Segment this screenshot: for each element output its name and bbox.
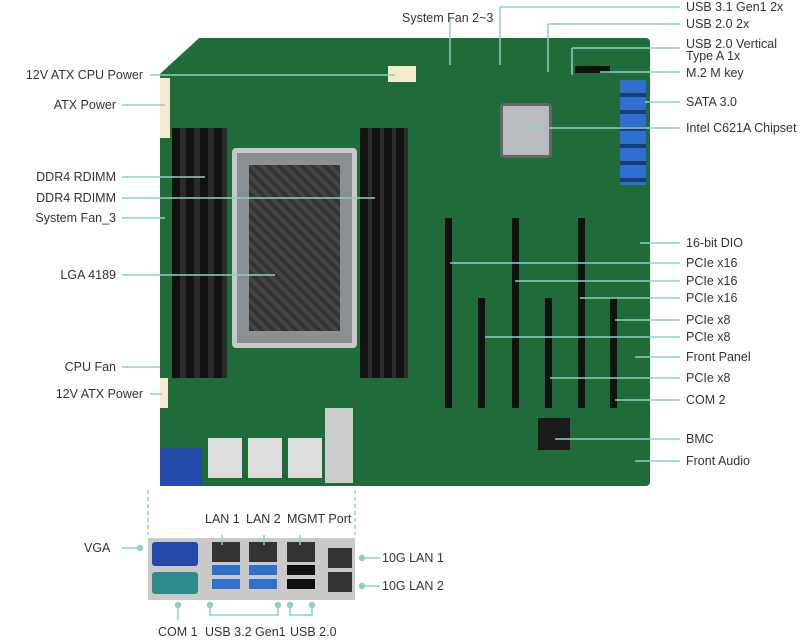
bmc-chip xyxy=(538,418,570,450)
label-mgmt-port: MGMT Port xyxy=(287,512,352,526)
atx-power-connector xyxy=(160,78,170,138)
label-type-a-1x: Type A 1x xyxy=(686,49,741,63)
dimm-slots-left xyxy=(172,128,227,378)
label-usb31-gen1: USB 3.1 Gen1 2x xyxy=(686,0,784,14)
pcie-slot xyxy=(478,298,485,408)
usb20-ports xyxy=(287,565,315,593)
label-pcie-x8-3: PCIe x8 xyxy=(686,371,731,385)
label-system-fan-3: System Fan_3 xyxy=(35,211,116,225)
usb32-ports xyxy=(249,565,277,593)
cpu-socket-cover xyxy=(249,165,340,331)
label-pcie-x8-1: PCIe x8 xyxy=(686,313,731,327)
rj45-stack xyxy=(208,438,328,478)
label-pcie-x16-3: PCIe x16 xyxy=(686,291,738,305)
label-usb20-vertical: USB 2.0 Vertical xyxy=(686,37,778,51)
motherboard xyxy=(160,38,650,486)
label-ddr4-rdimm-2: DDR4 RDIMM xyxy=(36,191,116,205)
pcie-slot xyxy=(610,298,617,408)
rear-io-panel xyxy=(148,538,355,600)
label-bmc: BMC xyxy=(686,432,714,446)
label-16bit-dio: 16-bit DIO xyxy=(686,236,743,250)
lan2-port xyxy=(249,542,277,562)
m2-slot xyxy=(575,66,610,73)
usb32-ports xyxy=(212,565,240,593)
label-usb20: USB 2.0 xyxy=(290,625,337,639)
sata-ports xyxy=(620,80,646,185)
label-chipset: Intel C621A Chipset xyxy=(686,121,797,135)
label-vga: VGA xyxy=(84,541,111,555)
label-com2: COM 2 xyxy=(686,393,726,407)
label-usb20-2x: USB 2.0 2x xyxy=(686,17,750,31)
label-12v-atx-cpu-power: 12V ATX CPU Power xyxy=(25,68,143,82)
label-lan2: LAN 2 xyxy=(246,512,281,526)
lan1-port xyxy=(212,542,240,562)
label-front-panel: Front Panel xyxy=(686,350,751,364)
12v-atx-cpu-power-connector xyxy=(388,66,416,82)
label-pcie-x16-1: PCIe x16 xyxy=(686,256,738,270)
label-lga-4189: LGA 4189 xyxy=(60,268,116,282)
label-usb32-gen1: USB 3.2 Gen1 xyxy=(205,625,286,639)
label-atx-power: ATX Power xyxy=(53,98,116,112)
com1-port xyxy=(152,572,198,594)
pcie-slot xyxy=(545,298,552,408)
10g-lan1-port xyxy=(328,548,352,568)
label-pcie-x8-2: PCIe x8 xyxy=(686,330,731,344)
pcie-slot xyxy=(578,218,585,408)
label-m2-m-key: M.2 M key xyxy=(686,66,744,80)
12v-atx-power-connector xyxy=(160,378,168,408)
label-lan1: LAN 1 xyxy=(205,512,240,526)
label-com1: COM 1 xyxy=(158,625,198,639)
label-sata-3: SATA 3.0 xyxy=(686,95,737,109)
10g-lan2-port xyxy=(328,572,352,592)
pcie-slot xyxy=(512,218,519,408)
vga-connector-top xyxy=(160,448,202,486)
label-front-audio: Front Audio xyxy=(686,454,750,468)
label-ddr4-rdimm-1: DDR4 RDIMM xyxy=(36,170,116,184)
label-10g-lan2: 10G LAN 2 xyxy=(382,579,444,593)
label-cpu-fan: CPU Fan xyxy=(64,360,116,374)
label-system-fan-2-3: System Fan 2~3 xyxy=(402,11,494,25)
dimm-slots-right xyxy=(360,128,408,378)
label-10g-lan1: 10G LAN 1 xyxy=(382,551,444,565)
label-pcie-x16-2: PCIe x16 xyxy=(686,274,738,288)
vga-port xyxy=(152,542,198,566)
intel-c621a-chipset xyxy=(500,103,552,158)
mgmt-port xyxy=(287,542,315,562)
cpu-socket-lga4189 xyxy=(232,148,357,348)
10g-rj45-stack xyxy=(325,408,353,483)
label-12v-atx-power: 12V ATX Power xyxy=(55,387,143,401)
pcie-slot xyxy=(445,218,452,408)
